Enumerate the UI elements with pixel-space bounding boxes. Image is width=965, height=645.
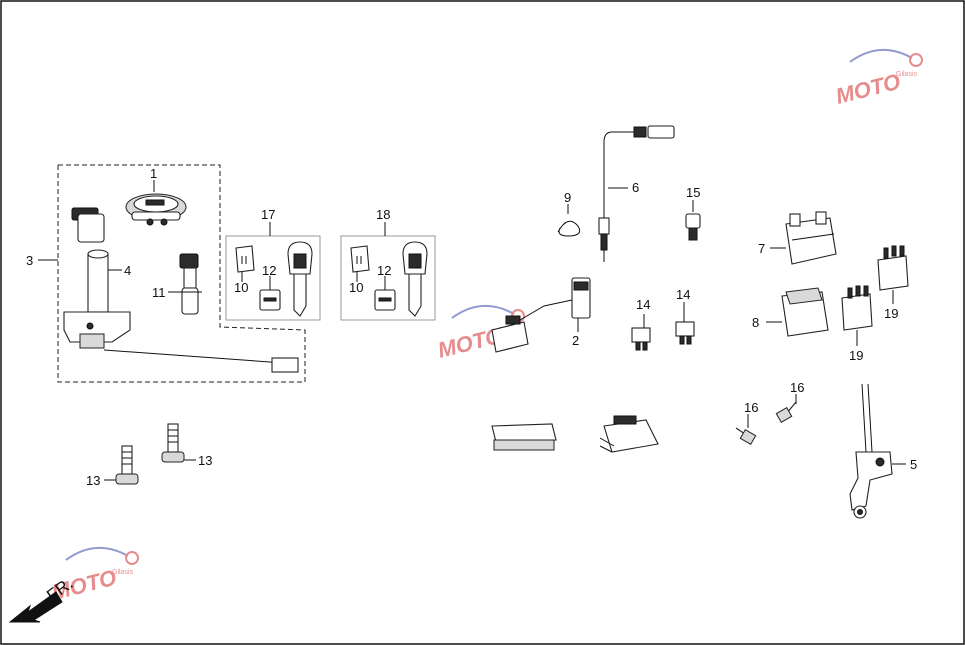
label-12b: 12 bbox=[377, 263, 391, 278]
ignition-set-outline bbox=[57, 164, 306, 383]
label-2: 2 bbox=[572, 333, 579, 348]
label-10b: 10 bbox=[349, 280, 363, 295]
watermark-logo-top-right: MOTO Gilasis bbox=[833, 48, 923, 109]
watermark-subtext: Gilasis bbox=[896, 71, 918, 78]
ignition-key bbox=[287, 241, 313, 317]
fuse-14-right bbox=[675, 321, 695, 345]
relay-19-bottom bbox=[841, 285, 873, 331]
label-13a: 13 bbox=[86, 473, 100, 488]
label-8: 8 bbox=[752, 315, 759, 330]
label-16b: 16 bbox=[790, 380, 804, 395]
relay-holder-7 bbox=[785, 211, 837, 265]
relay-19-top bbox=[877, 245, 909, 291]
label-15: 15 bbox=[686, 185, 700, 200]
connector-block-left bbox=[491, 423, 557, 451]
key-set-18-box bbox=[340, 235, 436, 321]
seat-lock bbox=[178, 253, 202, 315]
wire-clip-9 bbox=[557, 220, 581, 237]
watermark-subtext: Gilasis bbox=[112, 569, 134, 576]
ignition-switch bbox=[63, 207, 299, 373]
label-4: 4 bbox=[124, 263, 131, 278]
key-code-card-12 bbox=[259, 289, 281, 311]
bolt-13-right bbox=[161, 423, 185, 463]
relay-boot-8 bbox=[781, 287, 829, 337]
fuel-cap bbox=[125, 193, 187, 226]
key-set-17-box bbox=[225, 235, 321, 321]
label-14a: 14 bbox=[636, 297, 650, 312]
sub-harness-2 bbox=[491, 277, 591, 353]
ignition-key bbox=[402, 241, 428, 317]
label-7: 7 bbox=[758, 241, 765, 256]
label-13b: 13 bbox=[198, 453, 212, 468]
label-6: 6 bbox=[632, 180, 639, 195]
label-10a: 10 bbox=[234, 280, 248, 295]
label-18: 18 bbox=[376, 207, 390, 222]
label-3: 3 bbox=[26, 253, 33, 268]
watermark-text: MOTO bbox=[833, 69, 903, 109]
label-19b: 19 bbox=[849, 348, 863, 363]
key-tag-10 bbox=[350, 245, 370, 273]
key-code-card-12 bbox=[374, 289, 396, 311]
fuse-14-left bbox=[631, 327, 651, 351]
label-17: 17 bbox=[261, 207, 275, 222]
connector-block-right bbox=[599, 415, 659, 453]
key-tag-10 bbox=[235, 245, 255, 273]
label-1: 1 bbox=[150, 166, 157, 181]
label-12a: 12 bbox=[262, 263, 276, 278]
label-19a: 19 bbox=[884, 306, 898, 321]
label-9: 9 bbox=[564, 190, 571, 205]
label-11: 11 bbox=[152, 285, 166, 300]
label-5: 5 bbox=[910, 457, 917, 472]
label-14b: 14 bbox=[676, 287, 690, 302]
label-16a: 16 bbox=[744, 400, 758, 415]
screw-16-right bbox=[775, 401, 797, 424]
sensor-harness-6 bbox=[598, 125, 675, 262]
bolt-13-left bbox=[115, 445, 139, 485]
side-stand-switch-5 bbox=[849, 383, 893, 519]
screw-16-left bbox=[735, 427, 757, 446]
fitting-15 bbox=[685, 213, 701, 241]
